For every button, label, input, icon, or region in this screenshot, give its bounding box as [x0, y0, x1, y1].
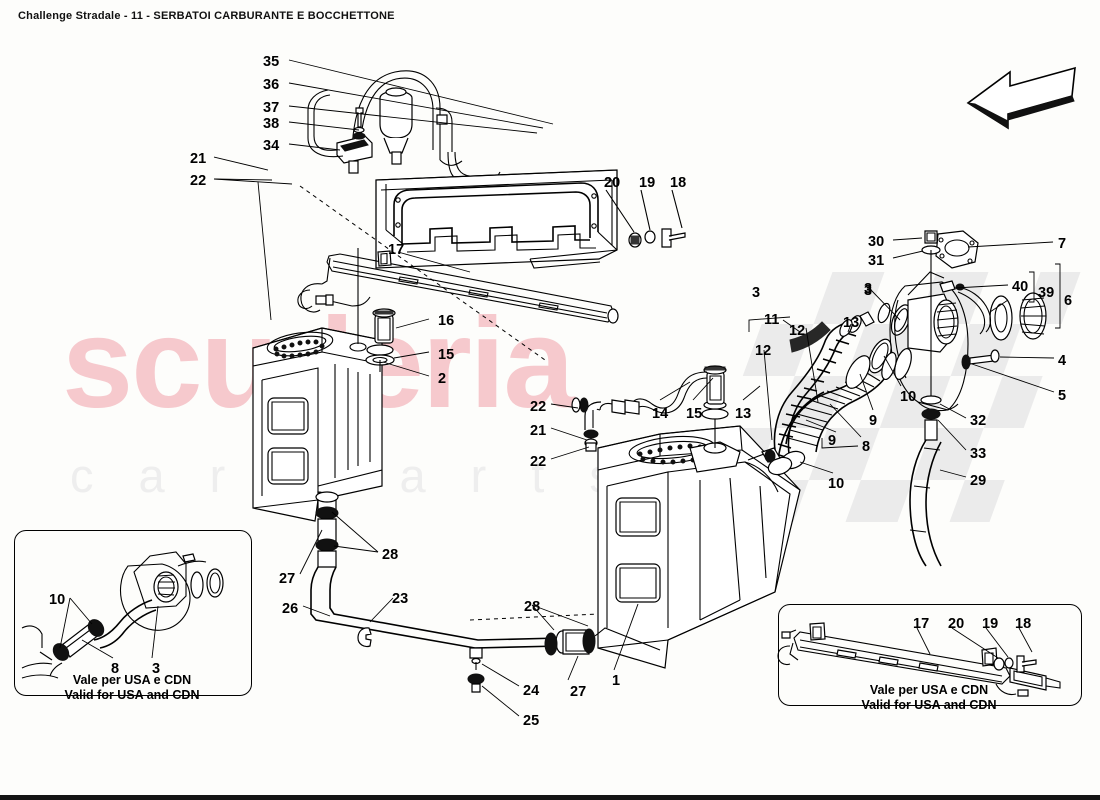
right-fuel-tank — [597, 425, 801, 669]
callout-number-32: 32 — [970, 413, 987, 429]
left-elbow-fitting — [571, 397, 602, 452]
arrow-icon — [966, 66, 1076, 130]
callout-number-3: 3 — [864, 281, 873, 297]
callout-number-34: 34 — [263, 138, 280, 154]
left-inset-box — [14, 530, 252, 696]
callout-number-37: 37 — [263, 100, 280, 116]
callout-number-5: 5 — [1058, 388, 1067, 404]
left-inset-callout-3: 3 — [152, 661, 161, 677]
callout-number-39: 39 — [1038, 285, 1055, 301]
bracket-fasteners — [605, 189, 686, 248]
right-inset-callout-17: 17 — [913, 616, 930, 632]
callout-number-3: 3 — [864, 283, 873, 299]
callout-number-11: 11 — [764, 312, 780, 328]
watermark-primary-text: scuderia — [62, 292, 574, 435]
left-inset-caption: Vale per USA e CDN Valid for USA and CDN — [14, 673, 250, 704]
watermark-secondary-text: car parts — [70, 449, 658, 502]
callout-number-23: 23 — [392, 591, 409, 607]
callout-number-19: 19 — [639, 175, 656, 191]
right-inset-caption: Vale per USA e CDN Valid for USA and CDN — [778, 683, 1080, 714]
callout-number-25: 25 — [523, 713, 540, 729]
callout-number-15: 15 — [438, 347, 455, 363]
right-inset-caption-en: Valid for USA and CDN — [861, 698, 997, 713]
callout-number-12: 12 — [789, 323, 806, 339]
left-fuel-tank — [252, 327, 383, 522]
left-inset-caption-it: Vale per USA e CDN — [72, 673, 192, 687]
callout-number-12: 12 — [755, 343, 772, 359]
callout-number-7: 7 — [1058, 236, 1067, 252]
callout-number-2: 2 — [438, 371, 447, 387]
callout-number-36: 36 — [263, 77, 280, 93]
right-inset-callout-20: 20 — [948, 616, 965, 632]
vapour-canister-assembly — [307, 70, 501, 183]
callout-number-18: 18 — [670, 175, 687, 191]
callout-number-28: 28 — [524, 599, 541, 615]
callout-number-24: 24 — [523, 683, 540, 699]
checkered-flag-decoration — [690, 272, 1081, 522]
page-title: Challenge Stradale - 11 - SERBATOI CARBU… — [18, 10, 395, 22]
callout-number-16: 16 — [438, 313, 455, 329]
callout-number-30: 30 — [868, 234, 885, 250]
transfer-pipe-assembly — [310, 491, 661, 693]
left-inset-caption-en: Valid for USA and CDN — [64, 688, 200, 703]
callout-number-22: 22 — [530, 399, 547, 415]
callout-number-15: 15 — [686, 406, 703, 422]
right-inset-callout-19: 19 — [982, 616, 999, 632]
callout-number-20: 20 — [604, 175, 621, 191]
callout-number-38: 38 — [263, 116, 280, 132]
left-tank-sender — [349, 248, 396, 372]
callout-number-13: 13 — [843, 315, 860, 331]
callout-number-31: 31 — [868, 253, 885, 269]
tank-tie-rod — [297, 250, 619, 324]
right-inset-caption-it: Vale per USA e CDN — [869, 683, 989, 697]
tank-cover-bracket — [375, 169, 618, 269]
callout-number-10: 10 — [900, 389, 917, 405]
callout-number-10: 10 — [828, 476, 845, 492]
callout-number-27: 27 — [570, 684, 587, 700]
callout-number-17: 17 — [388, 242, 405, 258]
callout-number-6: 6 — [1064, 293, 1073, 309]
callout-number-4: 4 — [1058, 353, 1067, 369]
callout-number-9: 9 — [869, 413, 878, 429]
callout-number-1: 1 — [612, 673, 621, 689]
left-inset-callout-8: 8 — [111, 661, 120, 677]
callout-number-13: 13 — [735, 406, 752, 422]
callout-number-40: 40 — [1012, 279, 1029, 295]
callout-number-14: 14 — [652, 406, 669, 422]
callout-number-26: 26 — [282, 601, 299, 617]
callout-number-22: 22 — [530, 454, 547, 470]
callout-number-28: 28 — [382, 547, 399, 563]
callout-number-3: 3 — [752, 285, 761, 301]
callout-number-27: 27 — [279, 571, 296, 587]
callout-number-29: 29 — [970, 473, 987, 489]
callout-number-9: 9 — [828, 433, 837, 449]
callout-number-35: 35 — [263, 54, 280, 70]
callout-number-33: 33 — [970, 446, 987, 462]
right-inset-callout-18: 18 — [1015, 616, 1032, 632]
callout-number-22: 22 — [190, 173, 207, 189]
callout-number-8: 8 — [862, 439, 871, 455]
callout-number-21: 21 — [530, 423, 547, 439]
bottom-bar — [0, 795, 1100, 800]
callout-number-21: 21 — [190, 151, 207, 167]
left-inset-callout-10: 10 — [49, 592, 66, 608]
